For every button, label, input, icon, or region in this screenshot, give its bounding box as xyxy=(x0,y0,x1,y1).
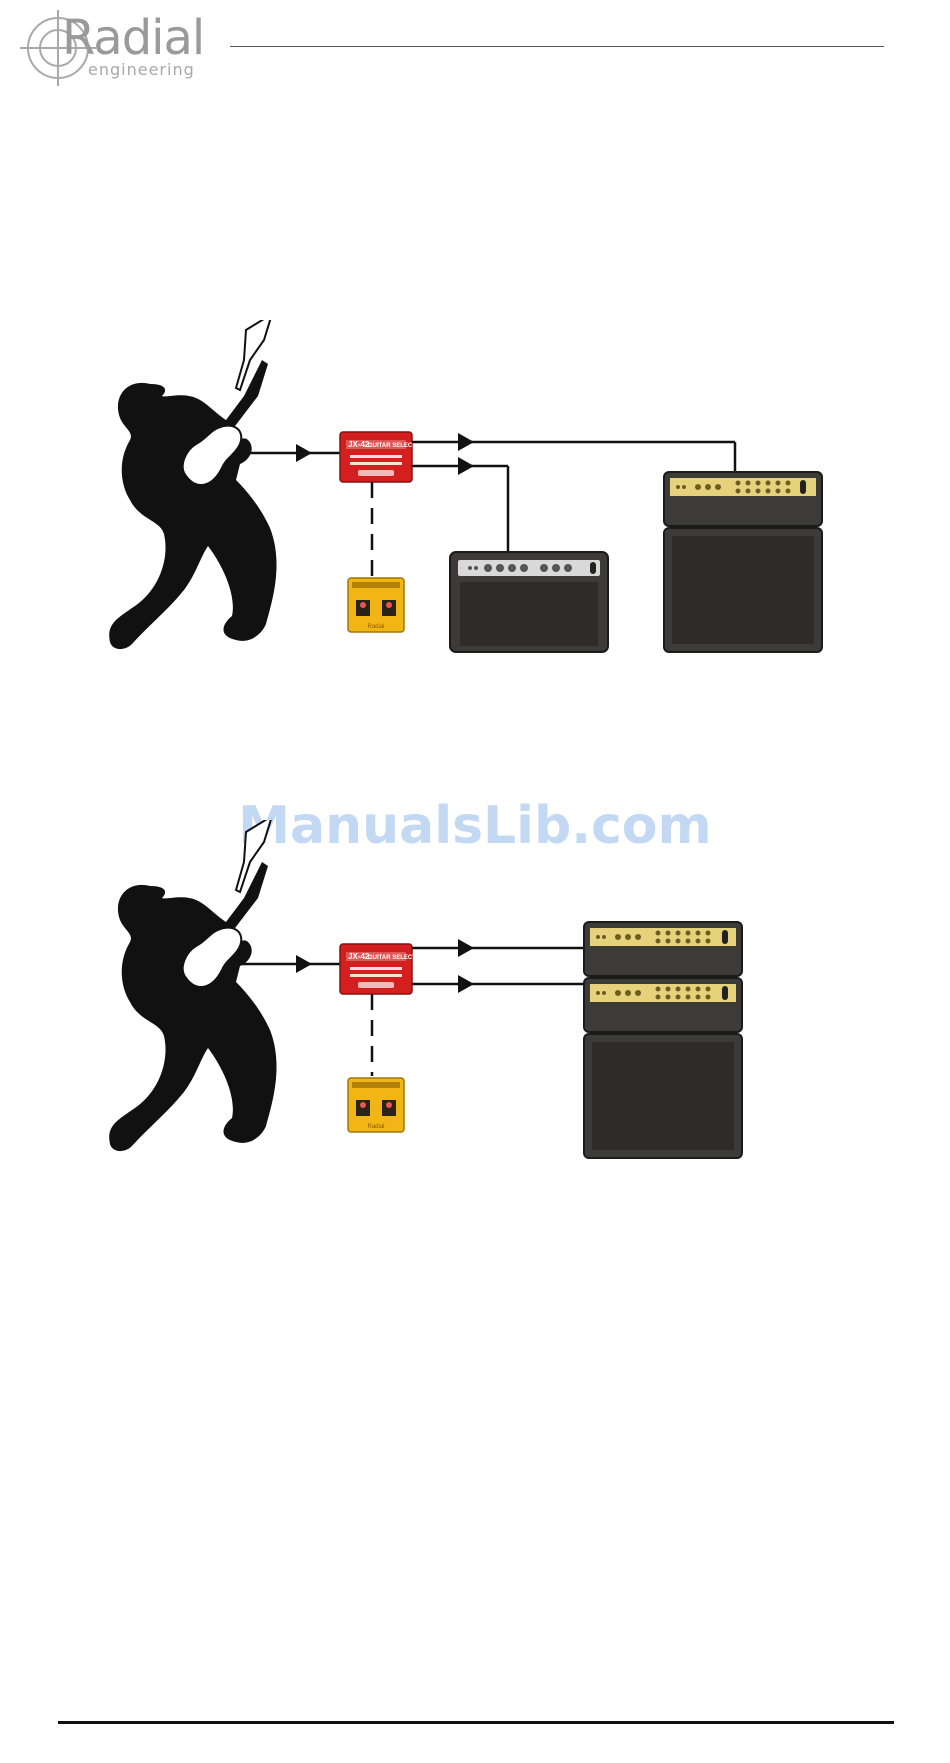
dual-head-stack xyxy=(584,922,742,1158)
jx42-switcher: JX-42 GUITAR SELECTOR xyxy=(340,432,425,482)
switcher-name: GUITAR SELECTOR xyxy=(368,443,425,449)
header-rule xyxy=(230,46,884,47)
diagram-2: JX-42 GUITAR SELECTOR Radial xyxy=(0,820,950,1160)
radial-logo: Radial engineering xyxy=(18,6,218,90)
diagram-1: JX-42 GUITAR SELECTOR Radial xyxy=(0,320,950,660)
switcher-model: JX-42 xyxy=(348,952,370,961)
footer-rule xyxy=(58,1721,894,1724)
logo-wordmark: Radial xyxy=(62,14,204,62)
guitarist-silhouette-icon xyxy=(109,820,276,1151)
footswitch: Radial xyxy=(348,578,404,632)
combo-amp xyxy=(450,552,608,652)
jx42-switcher: JX-42 GUITAR SELECTOR xyxy=(340,944,425,994)
footswitch-brand: Radial xyxy=(367,1124,384,1130)
logo-subtitle: engineering xyxy=(88,62,195,78)
guitarist-silhouette-icon xyxy=(109,320,276,649)
footswitch: Radial xyxy=(348,1078,404,1132)
amp-stack xyxy=(664,472,822,652)
switcher-model: JX-42 xyxy=(348,440,370,449)
switcher-name: GUITAR SELECTOR xyxy=(368,955,425,961)
footswitch-brand: Radial xyxy=(367,624,384,630)
